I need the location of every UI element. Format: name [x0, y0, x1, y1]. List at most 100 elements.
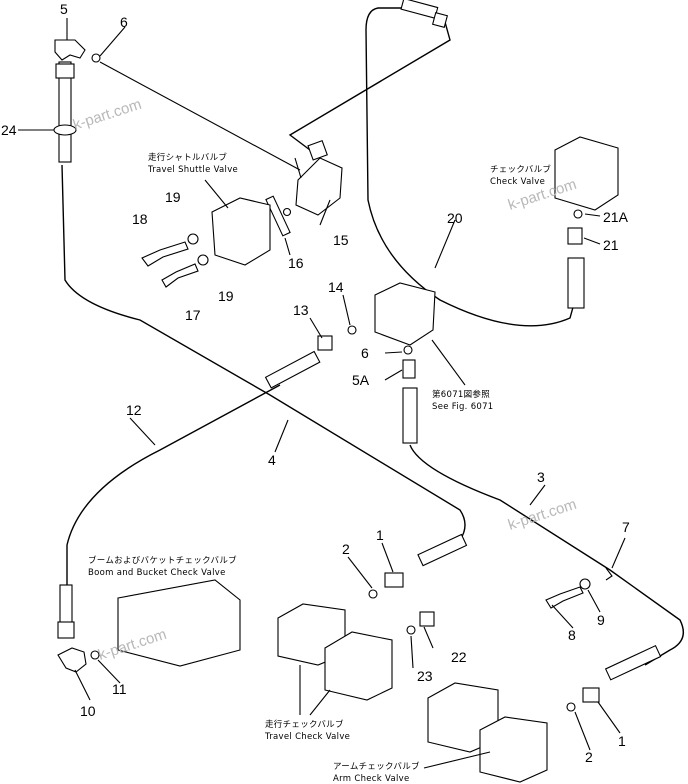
callout-10: 10 — [80, 703, 96, 719]
check-valve-top — [554, 136, 619, 211]
callout-7: 7 — [622, 519, 630, 535]
callout-1-bottom: 1 — [618, 733, 626, 749]
bolt-17 — [161, 263, 199, 288]
callout-14: 14 — [328, 279, 344, 295]
fitting-21 — [567, 227, 583, 245]
oring-21a — [573, 209, 583, 219]
valve-15 — [295, 157, 343, 216]
callout-22: 22 — [451, 649, 467, 665]
hose-20-top-branch — [288, 21, 451, 151]
hose-end-4-mid — [264, 350, 321, 389]
hose-end-12-bottom — [59, 584, 73, 626]
arm-check-valve-2 — [479, 716, 548, 783]
valve-15-fitting — [307, 139, 328, 161]
callout-4: 4 — [268, 452, 276, 468]
travel-check-label-en: Travel Check Valve — [264, 732, 350, 742]
callout-12: 12 — [126, 402, 142, 418]
bolt-8 — [545, 586, 584, 609]
callout-5a: 5A — [352, 372, 370, 388]
fitting-5a — [402, 359, 416, 379]
callout-23: 23 — [417, 668, 433, 684]
arm-check-label-jp: アームチェックバルブ — [333, 761, 420, 772]
boom-bucket-valve — [117, 579, 241, 667]
travel-shuttle-valve — [211, 197, 271, 266]
oring-2b — [566, 702, 576, 712]
nipple-1 — [384, 572, 404, 588]
nut-24 — [55, 63, 75, 79]
hose-end-20-bottom — [567, 257, 585, 309]
hose-12-left — [66, 384, 281, 585]
block-6071 — [374, 282, 436, 346]
callout-2-top: 2 — [342, 541, 350, 557]
travel-shuttle-label-en: Travel Shuttle Valve — [147, 165, 238, 175]
boom-bucket-label-jp: ブームおよびバケットチェックバルブ — [88, 555, 237, 566]
callout-6-top: 6 — [120, 14, 128, 30]
travel-shuttle-label-jp: 走行シャトルバルブ — [148, 152, 227, 163]
callout-8: 8 — [568, 627, 576, 643]
see-fig-label-jp: 第6071図参照 — [432, 389, 490, 400]
oring-14 — [347, 325, 357, 335]
watermark-1: k-part.com — [71, 96, 144, 134]
callout-20: 20 — [447, 210, 463, 226]
leader-6-15 — [99, 61, 301, 171]
hose-end-travel — [417, 533, 468, 567]
callout-21: 21 — [603, 237, 619, 253]
oring-6-top — [91, 53, 101, 63]
hose-end-20-top — [400, 0, 439, 19]
hose-end-3-top — [402, 387, 418, 444]
oring-2a — [368, 589, 378, 599]
plug-22 — [419, 611, 435, 627]
washer-19b — [197, 254, 209, 266]
hose-end-20-top-nut — [431, 11, 449, 29]
callout-2-bottom: 2 — [585, 749, 593, 765]
watermark-3: k-part.com — [506, 496, 579, 534]
callout-19b: 19 — [218, 288, 234, 304]
washer-24 — [53, 124, 77, 136]
hose-lines — [61, 7, 684, 666]
boom-bucket-label-en: Boom and Bucket Check Valve — [88, 568, 226, 578]
callout-21a: 21A — [603, 209, 629, 225]
oring-11 — [90, 650, 100, 660]
callout-16: 16 — [288, 255, 304, 271]
elbow-5 — [54, 39, 86, 61]
component-labels: 走行シャトルバルブ Travel Shuttle Valve チェックバルブ C… — [88, 152, 551, 784]
check-valve-label-jp: チェックバルブ — [490, 164, 551, 175]
callout-11: 11 — [112, 681, 127, 697]
callout-3: 3 — [537, 469, 545, 485]
callout-15: 15 — [333, 232, 349, 248]
hose-20 — [365, 7, 576, 327]
oring-23 — [406, 625, 416, 635]
arm-check-label-en: Arm Check Valve — [333, 774, 409, 784]
hose-3 — [409, 444, 684, 666]
pipe-24 — [58, 61, 72, 163]
oring-16 — [282, 207, 292, 217]
hose-end-3-bottom — [604, 644, 662, 681]
nipple-1b — [582, 687, 600, 703]
plate-16 — [265, 195, 291, 237]
callout-18: 18 — [132, 211, 148, 227]
hose-12 — [61, 164, 466, 541]
callout-19a: 19 — [165, 189, 181, 205]
nut-13 — [317, 335, 333, 351]
callout-13: 13 — [293, 302, 309, 318]
travel-check-valve-2 — [324, 631, 393, 701]
valves — [117, 136, 619, 783]
callout-1-top: 1 — [376, 527, 384, 543]
oring-6-mid — [403, 345, 413, 355]
callout-5: 5 — [60, 1, 68, 17]
see-fig-label-en: See Fig. 6071 — [432, 402, 494, 412]
callout-17: 17 — [185, 307, 201, 323]
travel-check-label-jp: 走行チェックバルブ — [265, 719, 344, 730]
callout-6-mid: 6 — [361, 345, 369, 361]
washer-9 — [579, 578, 591, 590]
elbow-10 — [57, 647, 87, 673]
nut-12-bottom — [57, 621, 75, 639]
part-number-labels: 5 6 24 19 18 15 16 19 17 20 21A 21 14 13… — [1, 1, 630, 765]
washer-19a — [187, 233, 199, 245]
check-valve-label-en: Check Valve — [490, 177, 545, 187]
callout-24: 24 — [1, 122, 17, 138]
bolt-18 — [141, 241, 189, 267]
leader-lines — [18, 18, 626, 769]
callout-9: 9 — [597, 612, 605, 628]
